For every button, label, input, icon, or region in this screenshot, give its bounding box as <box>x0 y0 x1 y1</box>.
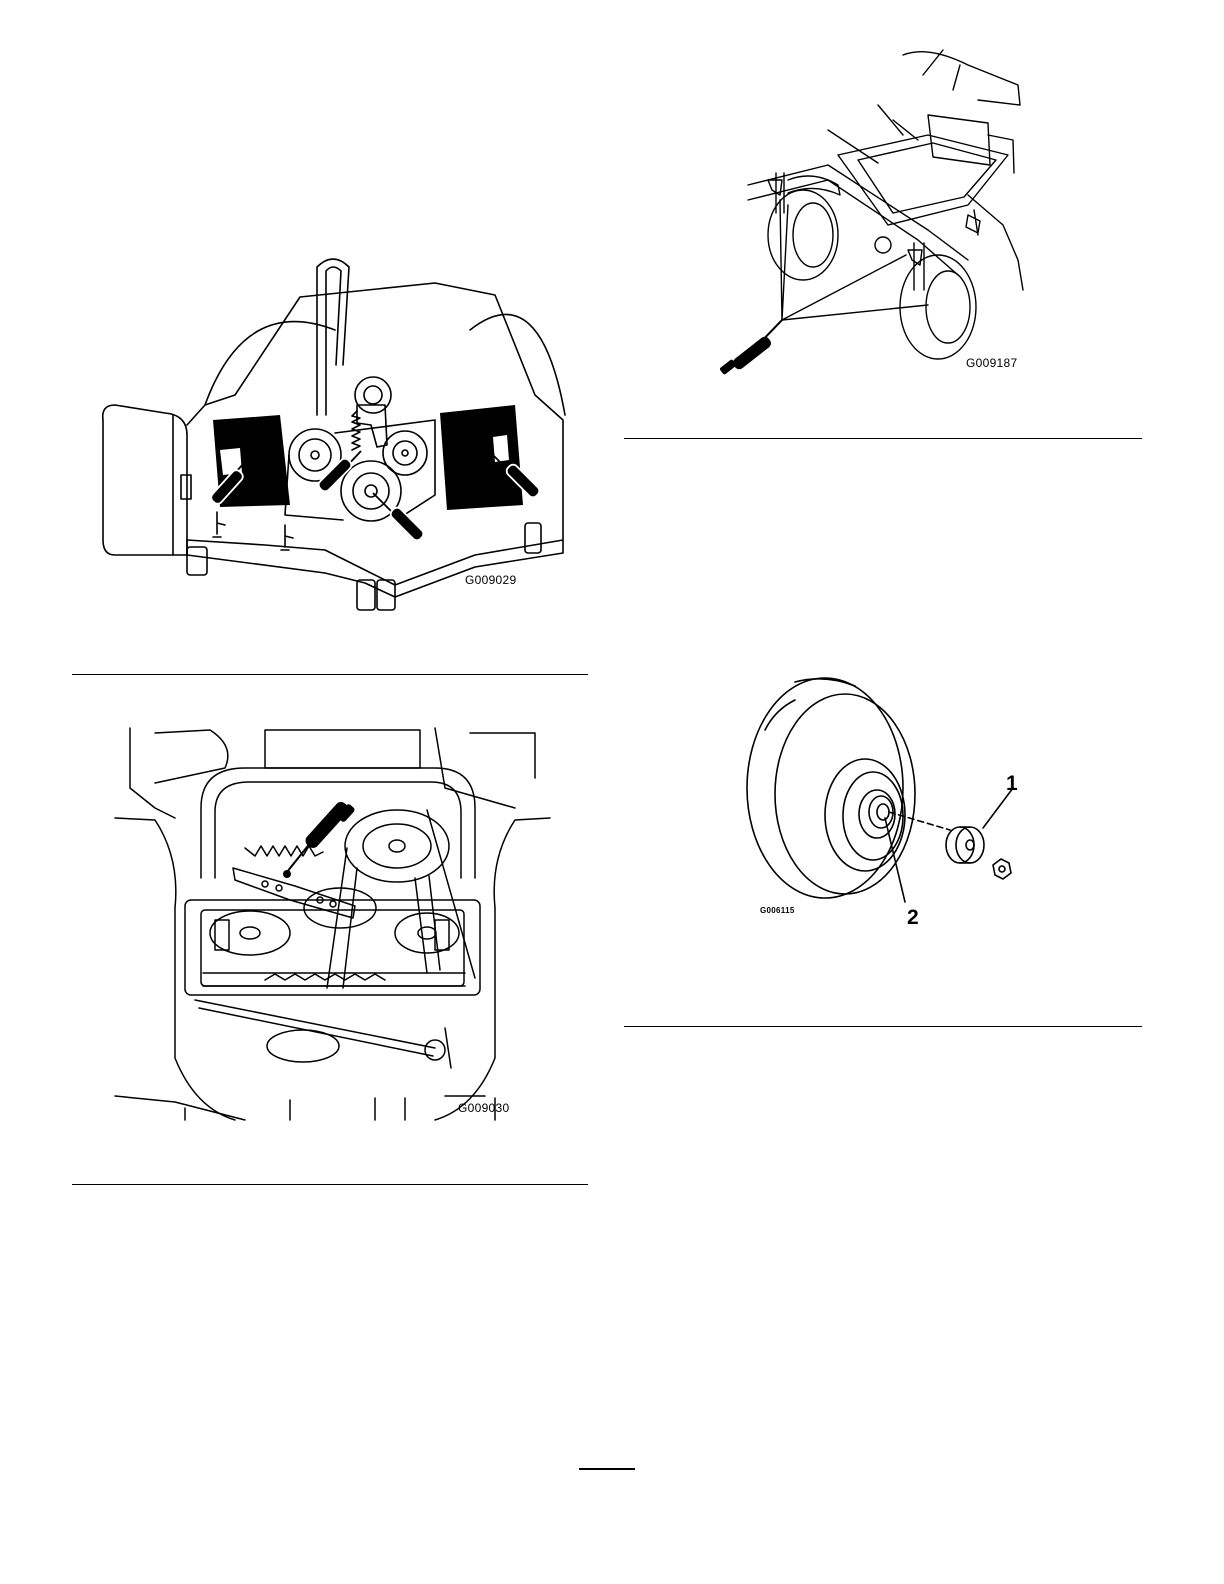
figure-code-g009030: G009030 <box>458 1101 509 1115</box>
page-number <box>579 1468 635 1470</box>
figure-code-g009029: G009029 <box>465 573 516 587</box>
figure-divider <box>624 438 1142 439</box>
figure-caster-wheel-hub <box>745 670 1025 910</box>
callout-2: 2 <box>907 906 919 930</box>
figure-divider <box>72 674 588 675</box>
figure-pump-grease-point <box>115 728 550 1120</box>
figure-code-g006115: G006115 <box>760 906 795 915</box>
figure-divider <box>72 1184 588 1185</box>
figure-caster-pivot-grease-points <box>728 45 1028 375</box>
caster-pivot-illustration <box>728 45 1028 375</box>
figure-code-g009187: G009187 <box>966 356 1017 370</box>
wheel-hub-illustration <box>745 670 1025 910</box>
figure-divider <box>624 1026 1142 1027</box>
deck-illustration <box>95 255 585 615</box>
figure-deck-grease-points <box>95 255 585 615</box>
pump-drive-illustration <box>115 728 550 1120</box>
callout-1: 1 <box>1006 772 1018 796</box>
